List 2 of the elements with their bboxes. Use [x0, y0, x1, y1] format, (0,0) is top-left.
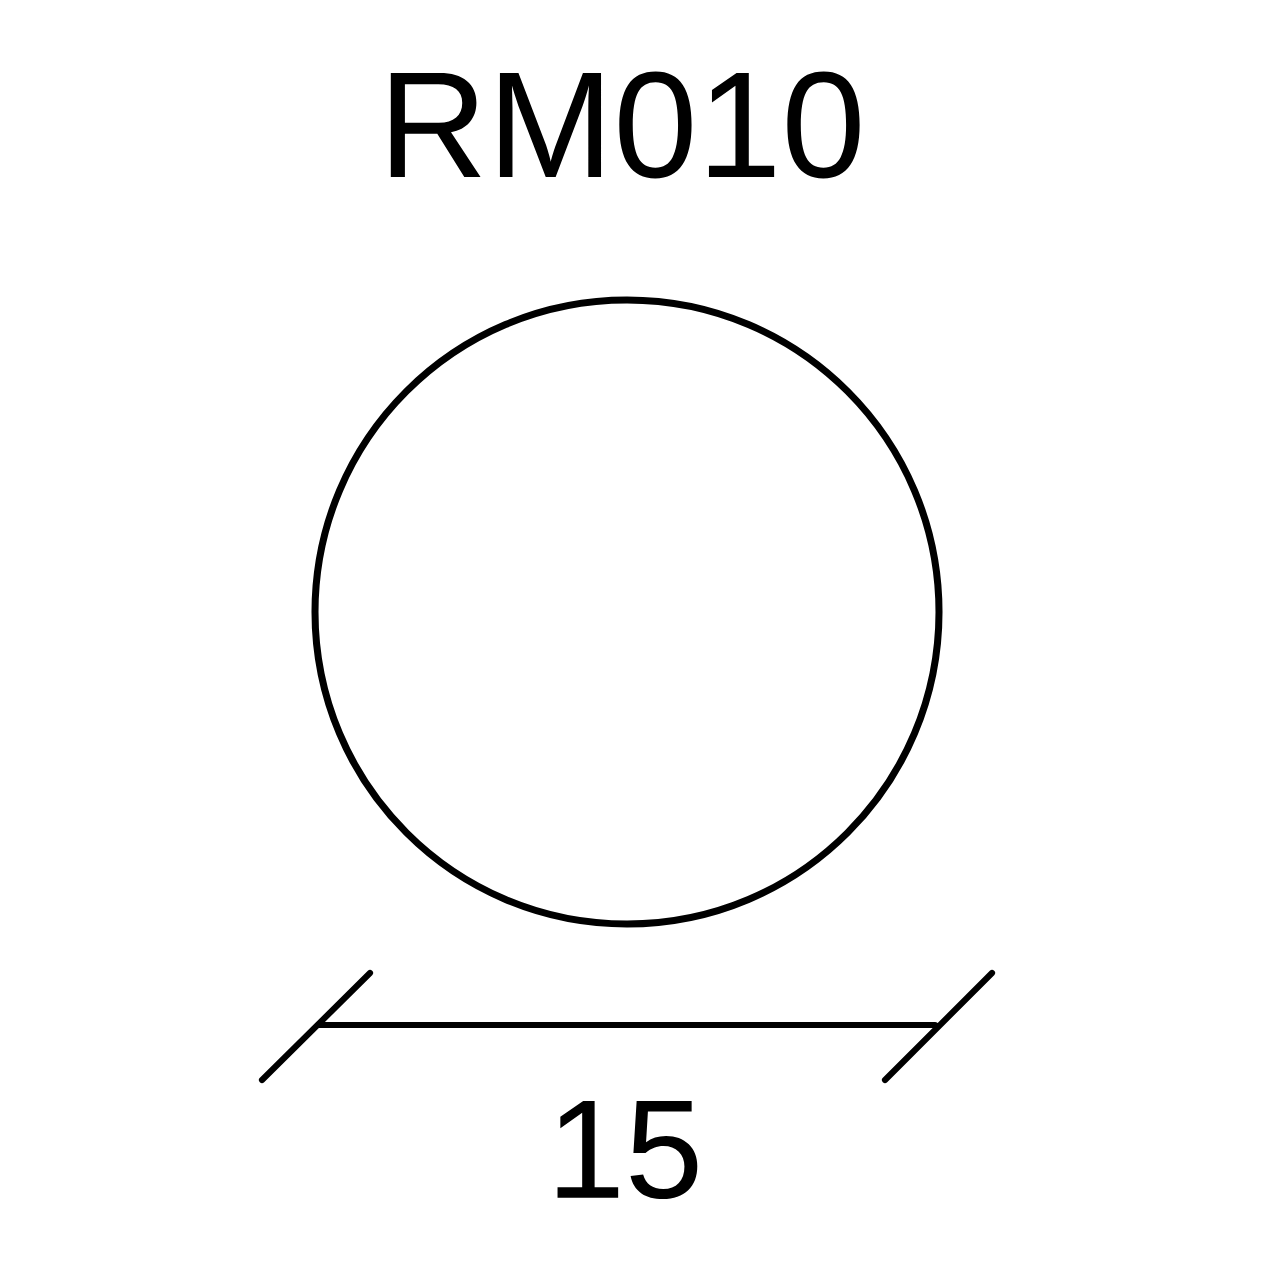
- dimension-label: 15: [557, 1101, 698, 1200]
- title: RM010: [390, 71, 860, 179]
